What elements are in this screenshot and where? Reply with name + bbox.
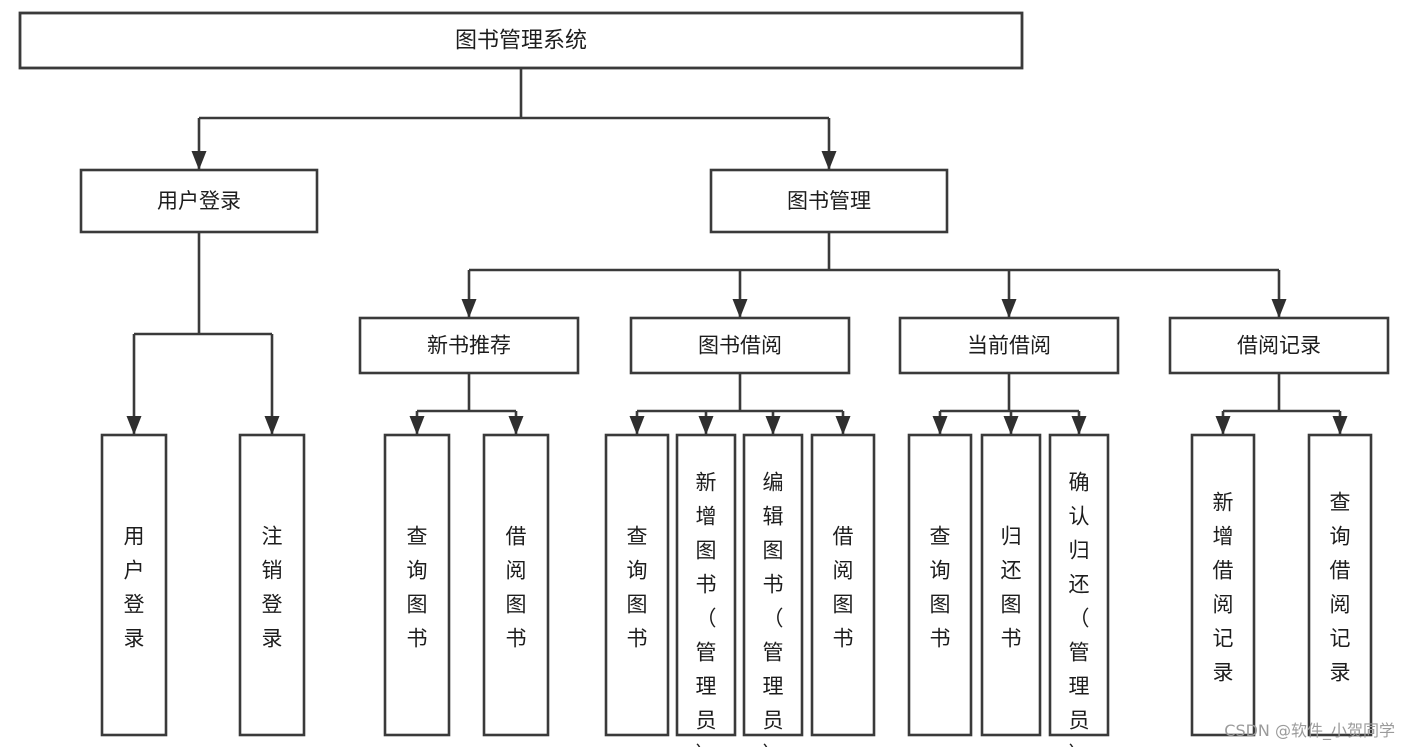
connector-arrowhead — [1271, 299, 1287, 318]
node-box-current-borrow — [898, 316, 1120, 375]
connector-arrowhead — [461, 299, 477, 318]
leaf-label-leaf-user-login: 用户登录 — [124, 525, 145, 651]
node-user-login[interactable]: 用户登录 — [79, 168, 319, 234]
leaf-node-leaf-query-book-borrow[interactable]: 查询图书 — [604, 433, 670, 737]
leaf-label-leaf-query-book-borrow: 查询图书 — [627, 525, 648, 651]
root-title-label: 图书管理系统 — [455, 29, 587, 54]
connector-arrowhead — [765, 416, 781, 435]
leaf-box-leaf-add-borrow-record — [1190, 433, 1256, 737]
leaf-box-leaf-borrow-book-recommend — [482, 433, 550, 737]
leaf-label-leaf-logout: 注销登录 — [262, 525, 283, 651]
leaf-box-leaf-query-borrow-record — [1307, 433, 1373, 737]
node-label-book-borrow: 图书借阅 — [698, 334, 782, 358]
node-box-new-book-recommend — [358, 316, 580, 375]
leaf-node-leaf-confirm-return-admin[interactable]: 确认归还（管理员） — [1048, 433, 1110, 747]
connector-arrowhead — [1215, 416, 1231, 435]
leaf-box-leaf-query-book-borrow — [604, 433, 670, 737]
leaf-node-leaf-user-login[interactable]: 用户登录 — [100, 433, 168, 737]
leaf-node-leaf-edit-book-admin[interactable]: 编辑图书（管理员） — [742, 433, 804, 747]
node-label-current-borrow: 当前借阅 — [967, 334, 1051, 358]
connector-arrowhead — [1071, 416, 1087, 435]
leaf-node-leaf-add-book-admin[interactable]: 新增图书（管理员） — [675, 433, 737, 747]
leaf-node-leaf-borrow-book-recommend[interactable]: 借阅图书 — [482, 433, 550, 737]
node-new-book-recommend[interactable]: 新书推荐 — [358, 316, 580, 375]
connector-arrowhead — [698, 416, 714, 435]
boxes-layer: 图书管理系统用户登录图书管理新书推荐图书借阅当前借阅借阅记录用户登录注销登录查询… — [18, 11, 1390, 747]
csdn-watermark: CSDN @软件_小贺同学 — [1224, 721, 1395, 740]
leaf-label-leaf-query-borrow-record: 查询借阅记录 — [1330, 491, 1351, 685]
leaf-label-leaf-borrow-book-recommend: 借阅图书 — [506, 525, 527, 651]
leaf-node-leaf-add-borrow-record[interactable]: 新增借阅记录 — [1190, 433, 1256, 737]
node-box-book-management — [709, 168, 949, 234]
node-label-borrow-record: 借阅记录 — [1237, 334, 1321, 358]
leaf-label-leaf-confirm-return-admin: 确认归还（管理员） — [1069, 471, 1090, 747]
leaf-node-leaf-query-book-recommend[interactable]: 查询图书 — [383, 433, 451, 737]
connector-arrowhead — [508, 416, 524, 435]
leaf-box-leaf-user-login — [100, 433, 168, 737]
leaf-label-leaf-add-borrow-record: 新增借阅记录 — [1213, 491, 1234, 685]
node-current-borrow[interactable]: 当前借阅 — [898, 316, 1120, 375]
connector-arrowhead — [191, 151, 207, 170]
leaf-label-leaf-edit-book-admin: 编辑图书（管理员） — [763, 471, 784, 747]
connector-arrowhead — [835, 416, 851, 435]
connector-arrowhead — [1001, 299, 1017, 318]
node-borrow-record[interactable]: 借阅记录 — [1168, 316, 1390, 375]
node-book-management[interactable]: 图书管理 — [709, 168, 949, 234]
connector-arrowhead — [126, 416, 142, 435]
leaf-box-leaf-return-book — [980, 433, 1042, 737]
leaf-box-leaf-logout — [238, 433, 306, 737]
leaf-box-leaf-query-book-recommend — [383, 433, 451, 737]
node-box-borrow-record — [1168, 316, 1390, 375]
node-book-borrow[interactable]: 图书借阅 — [629, 316, 851, 375]
leaf-label-leaf-add-book-admin: 新增图书（管理员） — [696, 471, 717, 747]
connector-arrowhead — [629, 416, 645, 435]
leaf-box-leaf-borrow-book — [810, 433, 876, 737]
connector-arrowhead — [1332, 416, 1348, 435]
connector-arrowhead — [821, 151, 837, 170]
leaf-box-leaf-confirm-return-admin — [1048, 433, 1110, 737]
node-label-new-book-recommend: 新书推荐 — [427, 334, 511, 358]
connector-arrowhead — [409, 416, 425, 435]
leaf-label-leaf-borrow-book: 借阅图书 — [833, 525, 854, 651]
leaf-box-leaf-query-book-current — [907, 433, 973, 737]
connector-arrowhead — [264, 416, 280, 435]
leaf-label-leaf-query-book-recommend: 查询图书 — [407, 525, 428, 651]
leaf-label-leaf-return-book: 归还图书 — [1001, 525, 1022, 651]
leaf-box-leaf-edit-book-admin — [742, 433, 804, 737]
leaf-node-leaf-logout[interactable]: 注销登录 — [238, 433, 306, 737]
node-box-book-borrow — [629, 316, 851, 375]
leaf-node-leaf-query-borrow-record[interactable]: 查询借阅记录 — [1307, 433, 1373, 737]
leaf-node-leaf-borrow-book[interactable]: 借阅图书 — [810, 433, 876, 737]
leaf-label-leaf-query-book-current: 查询图书 — [930, 525, 951, 651]
leaf-node-leaf-query-book-current[interactable]: 查询图书 — [907, 433, 973, 737]
connector-arrowhead — [732, 299, 748, 318]
node-label-book-management: 图书管理 — [787, 189, 871, 213]
node-root[interactable]: 图书管理系统 — [18, 11, 1024, 70]
leaf-node-leaf-return-book[interactable]: 归还图书 — [980, 433, 1042, 737]
leaf-box-leaf-add-book-admin — [675, 433, 737, 737]
node-box-root — [18, 11, 1024, 70]
connector-arrowhead — [1003, 416, 1019, 435]
connector-arrowhead — [932, 416, 948, 435]
connectors-layer — [126, 68, 1348, 435]
node-box-user-login — [79, 168, 319, 234]
node-label-user-login: 用户登录 — [157, 189, 241, 213]
